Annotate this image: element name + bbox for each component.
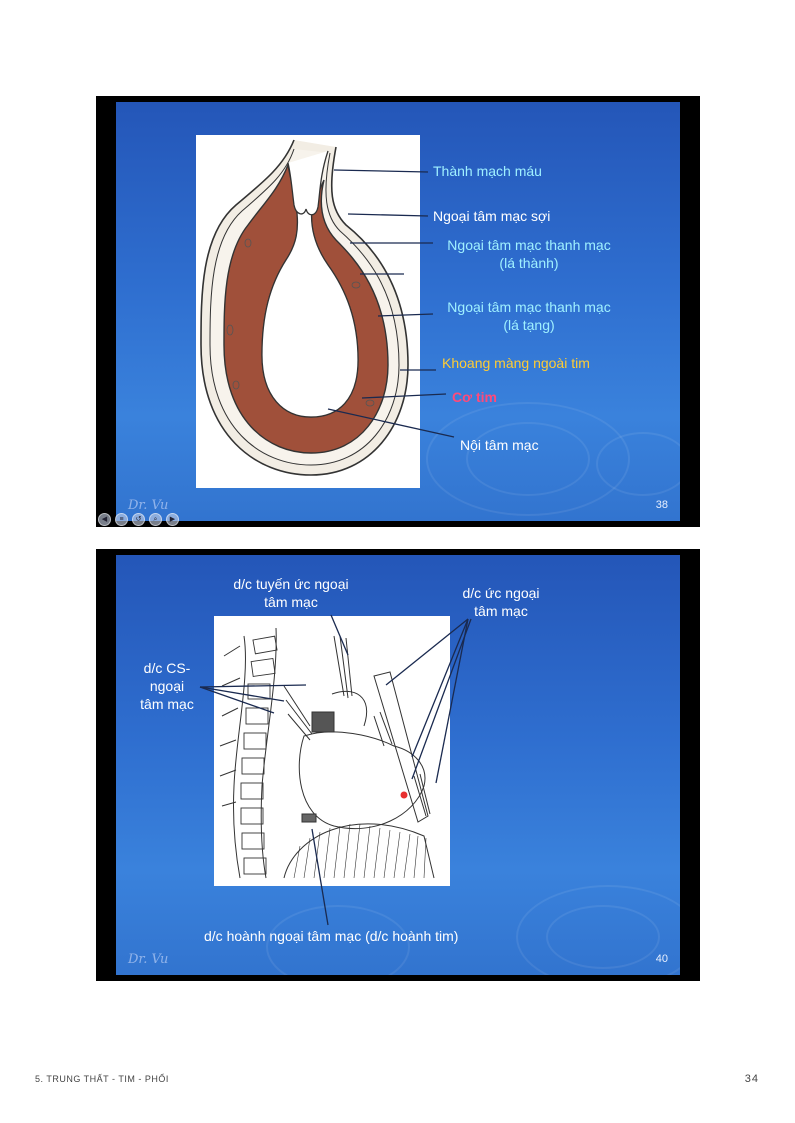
- label-uc-line2: tâm mạc: [474, 603, 528, 619]
- slide-number: 40: [655, 953, 668, 965]
- label-thanh-mac-la-thanh: Ngoại tâm mạc thanh mạc (lá thành): [436, 236, 622, 272]
- ripple-decoration: [596, 432, 680, 496]
- slide-nav-bar: ◀ ≡ ↺ ⌕ ▶: [98, 513, 179, 526]
- label-uc-line1: d/c ức ngoại: [462, 585, 540, 601]
- signature: Dr. Vu: [128, 952, 169, 967]
- menu-icon[interactable]: ≡: [115, 513, 128, 526]
- label-dc-uc: d/c ức ngoại tâm mạc: [436, 584, 566, 620]
- label-dc-cs: d/c CS- ngoại tâm mạc: [126, 659, 208, 713]
- label-la-tang-line1: Ngoại tâm mạc thanh mạc: [447, 299, 611, 315]
- page-number: 34: [744, 1073, 759, 1085]
- label-tuyen-uc-line1: d/c tuyến ức ngoại: [233, 576, 349, 592]
- slide-40: d/c tuyến ức ngoại tâm mạc d/c ức ngoại …: [96, 549, 700, 981]
- leader-lines: [327, 169, 455, 438]
- label-thanh-mac-la-tang: Ngoại tâm mạc thanh mạc (lá tạng): [436, 298, 622, 334]
- label-cs-line2: ngoại: [149, 678, 185, 694]
- next-arrow-icon[interactable]: ▶: [166, 513, 179, 526]
- label-thanh-mac-line2: (lá thành): [499, 255, 559, 271]
- ripple-decoration: [516, 885, 680, 975]
- signature: Dr. Vu: [128, 498, 169, 513]
- label-thanh-mac-line1: Ngoại tâm mạc thanh mạc: [447, 237, 611, 253]
- label-co-tim: Cơ tim: [452, 389, 497, 405]
- mediastinum-diagram-panel: [214, 616, 450, 886]
- chapter-footer: 5. TRUNG THẤT - TIM - PHỔI: [35, 1074, 169, 1084]
- label-dc-tuyen-uc: d/c tuyến ức ngoại tâm mạc: [196, 575, 386, 611]
- slide-background: d/c tuyến ức ngoại tâm mạc d/c ức ngoại …: [116, 555, 680, 975]
- red-marker-dot: [400, 791, 408, 799]
- label-cs-line1: d/c CS-: [143, 660, 191, 676]
- slide-38: Thành mạch máu Ngoại tâm mạc sợi Ngoại t…: [96, 96, 700, 527]
- leader-lines: [199, 614, 472, 926]
- label-khoang-mang-ngoai-tim: Khoang màng ngoài tim: [442, 355, 590, 371]
- label-dc-hoanh: d/c hoành ngoại tâm mạc (d/c hoành tim): [204, 928, 459, 944]
- pericardium-diagram: [200, 139, 409, 476]
- back-icon[interactable]: ↺: [132, 513, 145, 526]
- label-tuyen-uc-line2: tâm mạc: [264, 594, 318, 610]
- ripple-decoration: [546, 905, 660, 969]
- label-thanh-mach-mau: Thành mạch máu: [433, 163, 542, 179]
- ripple-decoration: [266, 905, 410, 975]
- search-icon[interactable]: ⌕: [149, 513, 162, 526]
- prev-arrow-icon[interactable]: ◀: [98, 513, 111, 526]
- ripple-decoration: [466, 422, 590, 496]
- pericardium-diagram-panel: [196, 135, 420, 488]
- label-ngoai-tam-mac-soi: Ngoại tâm mạc sợi: [433, 208, 551, 224]
- label-cs-line3: tâm mạc: [140, 696, 194, 712]
- mediastinum-diagram: [219, 627, 435, 879]
- label-la-tang-line2: (lá tạng): [503, 317, 555, 333]
- label-noi-tam-mac: Nội tâm mạc: [460, 437, 539, 453]
- slide-number: 38: [655, 499, 668, 511]
- slide-background: Thành mạch máu Ngoại tâm mạc sợi Ngoại t…: [116, 102, 680, 521]
